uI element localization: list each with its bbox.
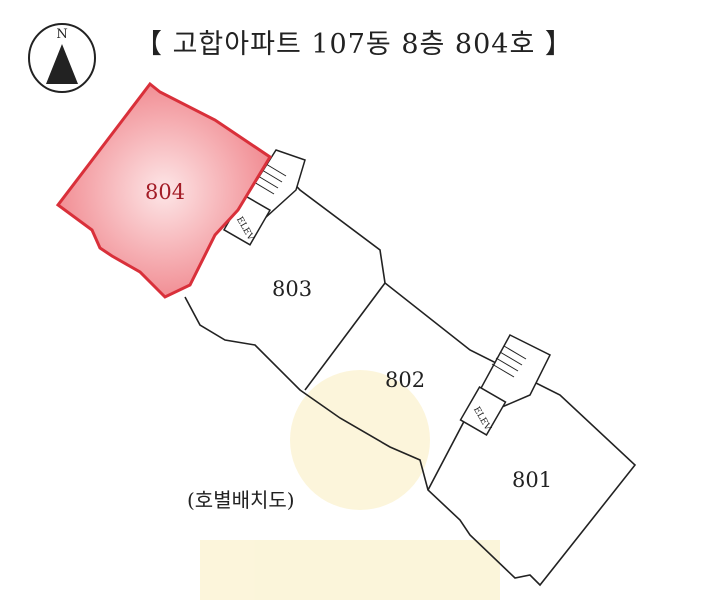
north-arrow-icon: N (28, 23, 96, 93)
stair-icon (491, 345, 527, 378)
wall-802-801 (427, 409, 471, 491)
caption: (호별배치도) (187, 488, 295, 512)
building-outline (184, 156, 637, 587)
compass-label: N (56, 27, 67, 42)
unit-804-label: 804 (145, 180, 186, 204)
unit-802-label: 802 (385, 368, 426, 392)
wall-803-802 (304, 282, 386, 391)
unit-801-label: 801 (512, 468, 553, 492)
unit-804-highlight[interactable] (55, 81, 273, 299)
unit-803-label: 803 (272, 277, 313, 301)
watermark (200, 370, 500, 600)
north-compass: N (26, 22, 98, 98)
stair-icon (253, 163, 287, 195)
stair-elevator-core-2: ELEV (459, 334, 552, 436)
stair-elevator-core-1: ELEV (222, 149, 306, 246)
page-title: 【 고합아파트 107동 8층 804호 】 (135, 29, 573, 60)
